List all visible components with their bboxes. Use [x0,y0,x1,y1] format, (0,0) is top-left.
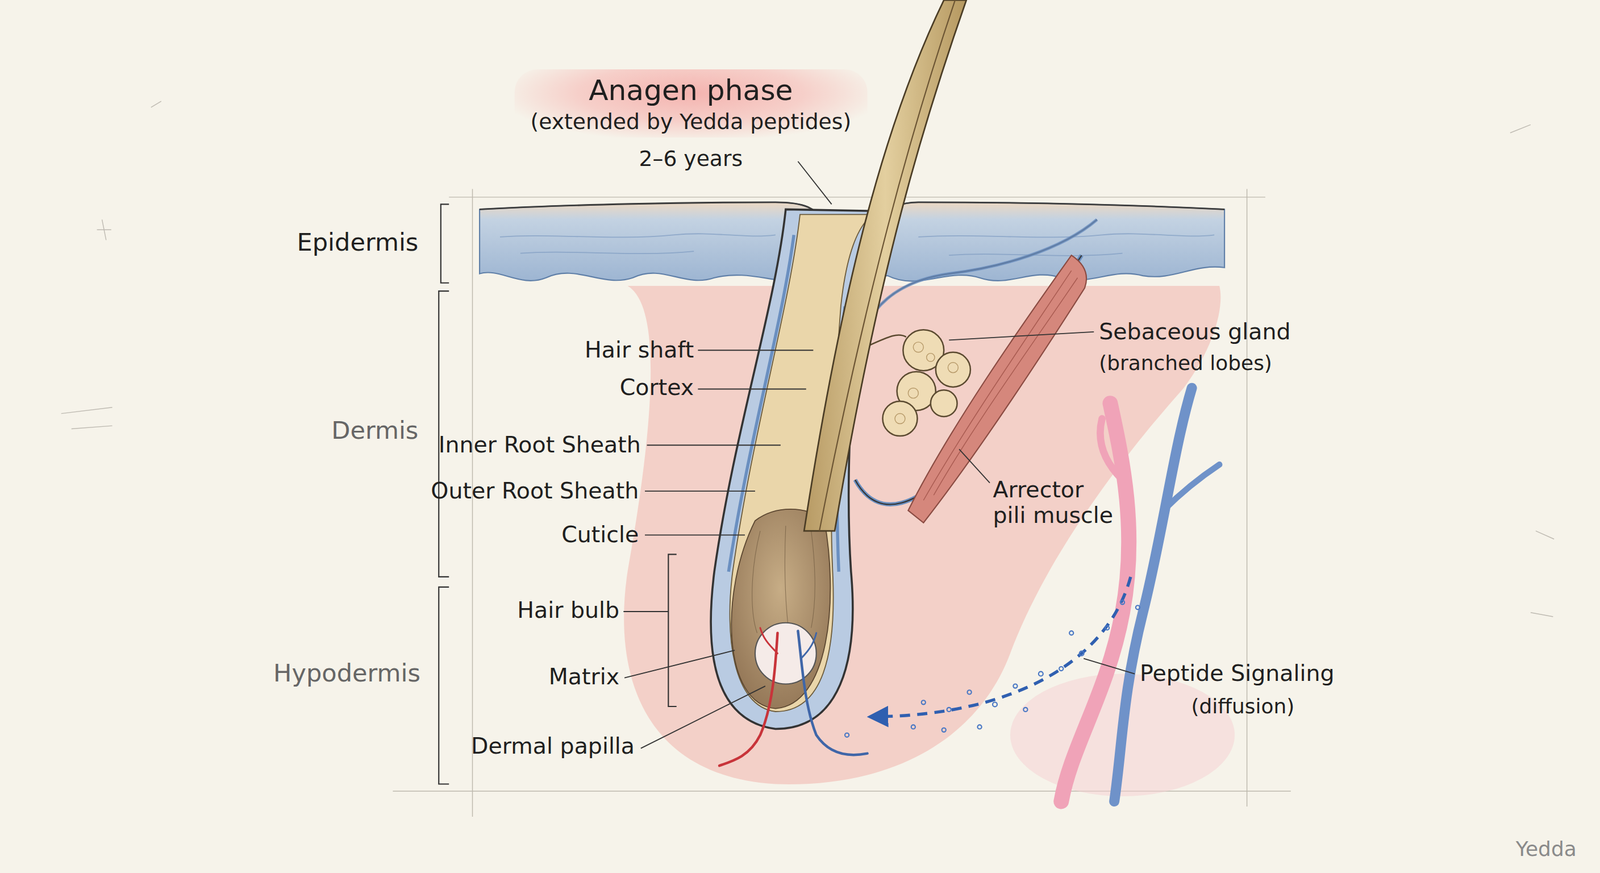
leader-line [640,685,766,749]
peptide-dot [1120,600,1125,604]
leader-line [697,388,806,390]
part-label: Hair bulb [517,597,620,623]
bulb-texture [752,525,816,633]
part-label: Cuticle [561,521,639,548]
frame-line [448,196,1266,198]
peptide-dots [844,600,1140,737]
artery [760,627,778,654]
texture-stroke [918,233,1215,237]
leader-line [644,534,745,536]
peptide-dot [1105,625,1110,630]
part-label: Outer Root Sheath [430,477,639,504]
bulb-stroke [811,530,816,628]
vein [797,630,868,755]
sebaceous-gland [865,329,971,436]
gland-cell [947,362,958,373]
peptide-dot [921,700,926,704]
texture-stroke [500,233,776,237]
layer-bracket [438,586,449,785]
layer-bracket [440,203,449,283]
peptide-dot [1023,707,1028,712]
peptide-dot [977,724,982,729]
peptide-dot [1079,651,1085,656]
part-label: Sebaceous gland [1098,318,1291,345]
part-note: (branched lobes) [1098,351,1273,375]
diffusion-arrow [877,576,1131,717]
gland-lobe [930,389,958,417]
muscle-fibre [923,270,1072,500]
vein [801,632,817,659]
bulb-stroke [752,530,761,633]
paper-mark [1530,530,1554,617]
peptide-dot [992,701,998,707]
leader-line [644,490,756,492]
gland-cell [913,342,924,353]
leader-line [797,161,832,204]
gland-lobe [935,352,971,387]
part-label: Dermal papilla [471,732,635,759]
bulb-bracket [668,553,677,707]
layer-label: Epidermis [297,228,419,258]
paper-mark [151,101,162,108]
part-label: Matrix [548,663,620,690]
gland-lobe [882,401,918,436]
phase-highlight: Anagen phase(extended by Yedda peptides) [514,69,868,138]
layer-label: Dermis [331,416,419,445]
part-label: Hair shaft [584,336,694,363]
part-note: (diffusion) [1191,694,1295,718]
artery [1100,418,1123,481]
peptide-dot [1059,666,1064,671]
peptide-dot [1069,630,1074,635]
leader-line [1083,658,1135,674]
peptide-dot [967,689,972,694]
gland-cells [894,342,958,424]
part-label: Cortex [619,375,694,401]
peptide-dot [1038,671,1044,677]
leader-line [959,448,990,483]
part-label: Inner Root Sheath [438,431,641,458]
leader-line [948,331,1094,340]
peptide-dot [1013,684,1018,689]
blood-vessels [1061,388,1220,802]
hair-bulb [731,509,831,709]
texture-stroke [520,251,694,254]
frame-lines [392,188,1291,816]
bulb-stroke [784,525,788,623]
peptide-dot [1135,605,1140,610]
duration-label: 2–6 years [639,146,744,172]
paper-mark [1510,124,1531,133]
leader-lines [623,161,1135,749]
paper-mark [97,219,112,240]
layer-label: Hypodermis [273,659,421,689]
part-label: Peptide Signaling [1139,660,1335,687]
peptide-dot [911,724,916,729]
peptide-dot [942,727,947,732]
paper-mark [61,407,113,429]
vein [1163,464,1220,511]
dermal-papilla [755,622,817,685]
gland-cell [926,353,935,362]
phase-subtitle: (extended by Yedda peptides) [530,108,852,136]
leader-line [647,444,781,446]
leader-line [623,610,669,612]
muscle-fibres [923,270,1078,500]
gland-cell [894,413,906,424]
watermark: Yedda [1515,837,1577,861]
muscle-fibre [933,277,1078,496]
papilla-vessels [719,627,868,766]
part-label: Arrector pili muscle [992,476,1121,528]
peptide-dot [947,707,952,712]
leader-line [624,650,735,678]
phase-title: Anagen phase [530,72,852,109]
artery [719,632,778,766]
gland-cell [907,388,919,399]
leader-line [697,349,814,351]
peptide-dot [844,732,849,737]
